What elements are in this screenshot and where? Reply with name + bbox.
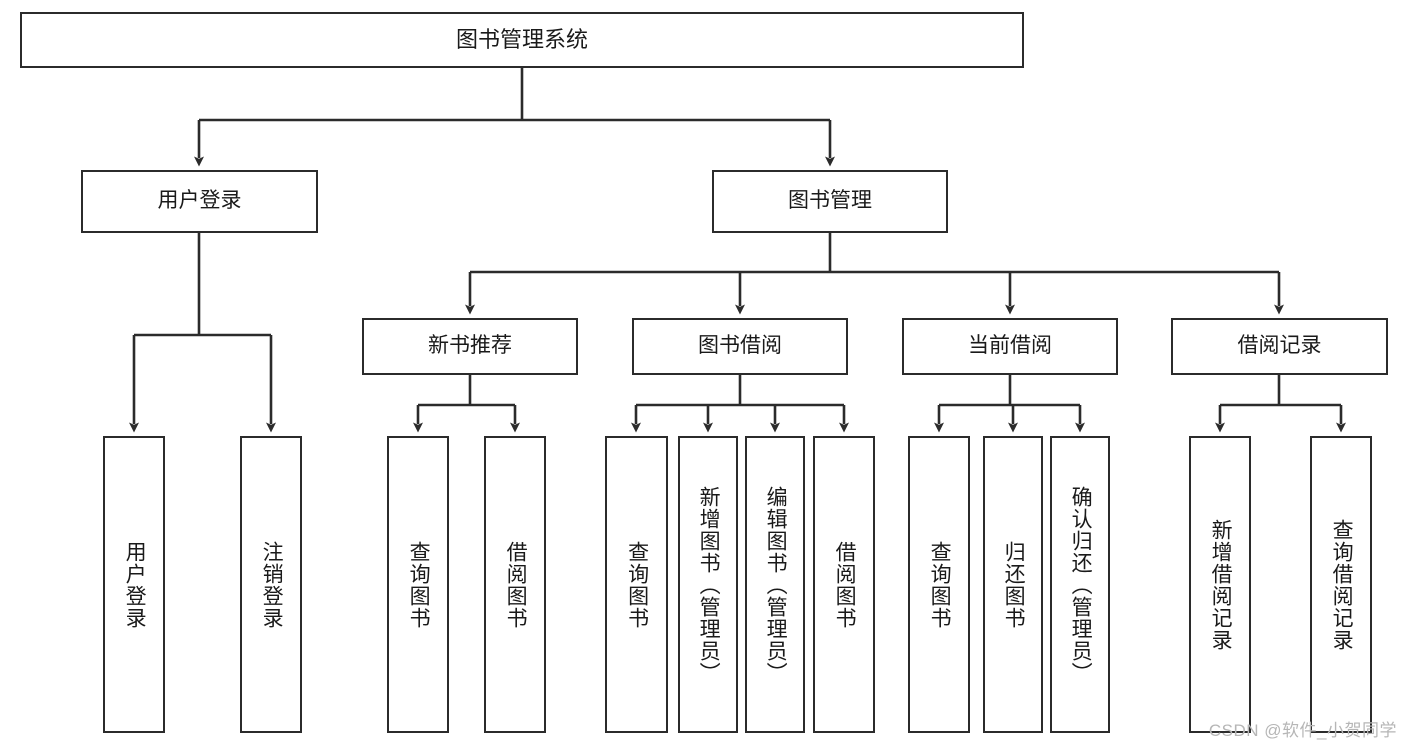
node-label: 借阅图书 xyxy=(504,540,528,629)
node-label: 借阅图书 xyxy=(833,540,857,629)
leaf-return-books[interactable]: 归还图书 xyxy=(983,436,1043,733)
node-label: 编辑图书（管理员） xyxy=(764,485,788,684)
node-label: 图书管理系统 xyxy=(455,27,588,53)
node-label: 新增图书（管理员） xyxy=(697,485,721,684)
node-label: 新增借阅记录 xyxy=(1209,518,1233,651)
watermark-text: CSDN @软件_小贺同学 xyxy=(1208,721,1397,740)
node-label: 查询图书 xyxy=(928,540,952,629)
node-label: 用户登录 xyxy=(157,189,242,213)
node-label: 归还图书 xyxy=(1002,540,1026,629)
node-label: 用户登录 xyxy=(123,540,147,629)
node-new-book-recommendation[interactable]: 新书推荐 xyxy=(362,318,578,375)
node-book-management[interactable]: 图书管理 xyxy=(712,170,948,233)
leaf-add-book-admin[interactable]: 新增图书（管理员） xyxy=(678,436,738,733)
node-borrowing-records[interactable]: 借阅记录 xyxy=(1171,318,1388,375)
node-label: 当前借阅 xyxy=(968,334,1052,358)
leaf-logout[interactable]: 注销登录 xyxy=(240,436,302,733)
node-root-book-management-system[interactable]: 图书管理系统 xyxy=(20,12,1024,68)
node-user-login[interactable]: 用户登录 xyxy=(81,170,318,233)
leaf-borrow-books[interactable]: 借阅图书 xyxy=(813,436,875,733)
leaf-edit-book-admin[interactable]: 编辑图书（管理员） xyxy=(745,436,805,733)
leaf-add-borrow-record[interactable]: 新增借阅记录 xyxy=(1189,436,1251,733)
node-label: 查询借阅记录 xyxy=(1330,518,1354,651)
node-label: 新书推荐 xyxy=(428,334,512,358)
leaf-query-books-current[interactable]: 查询图书 xyxy=(908,436,970,733)
leaf-query-borrow-record[interactable]: 查询借阅记录 xyxy=(1310,436,1372,733)
leaf-user-login[interactable]: 用户登录 xyxy=(103,436,165,733)
leaf-query-books-borrow[interactable]: 查询图书 xyxy=(605,436,668,733)
node-label: 图书借阅 xyxy=(698,334,782,358)
leaf-query-books-new[interactable]: 查询图书 xyxy=(387,436,449,733)
leaf-confirm-return-admin[interactable]: 确认归还（管理员） xyxy=(1050,436,1110,733)
node-book-borrowing[interactable]: 图书借阅 xyxy=(632,318,848,375)
leaf-borrow-books-new[interactable]: 借阅图书 xyxy=(484,436,546,733)
node-current-borrowing[interactable]: 当前借阅 xyxy=(902,318,1118,375)
node-label: 确认归还（管理员） xyxy=(1069,485,1093,684)
node-label: 注销登录 xyxy=(260,540,284,629)
node-label: 借阅记录 xyxy=(1237,334,1322,358)
node-label: 图书管理 xyxy=(788,189,872,213)
node-label: 查询图书 xyxy=(625,540,649,629)
node-label: 查询图书 xyxy=(407,540,431,629)
